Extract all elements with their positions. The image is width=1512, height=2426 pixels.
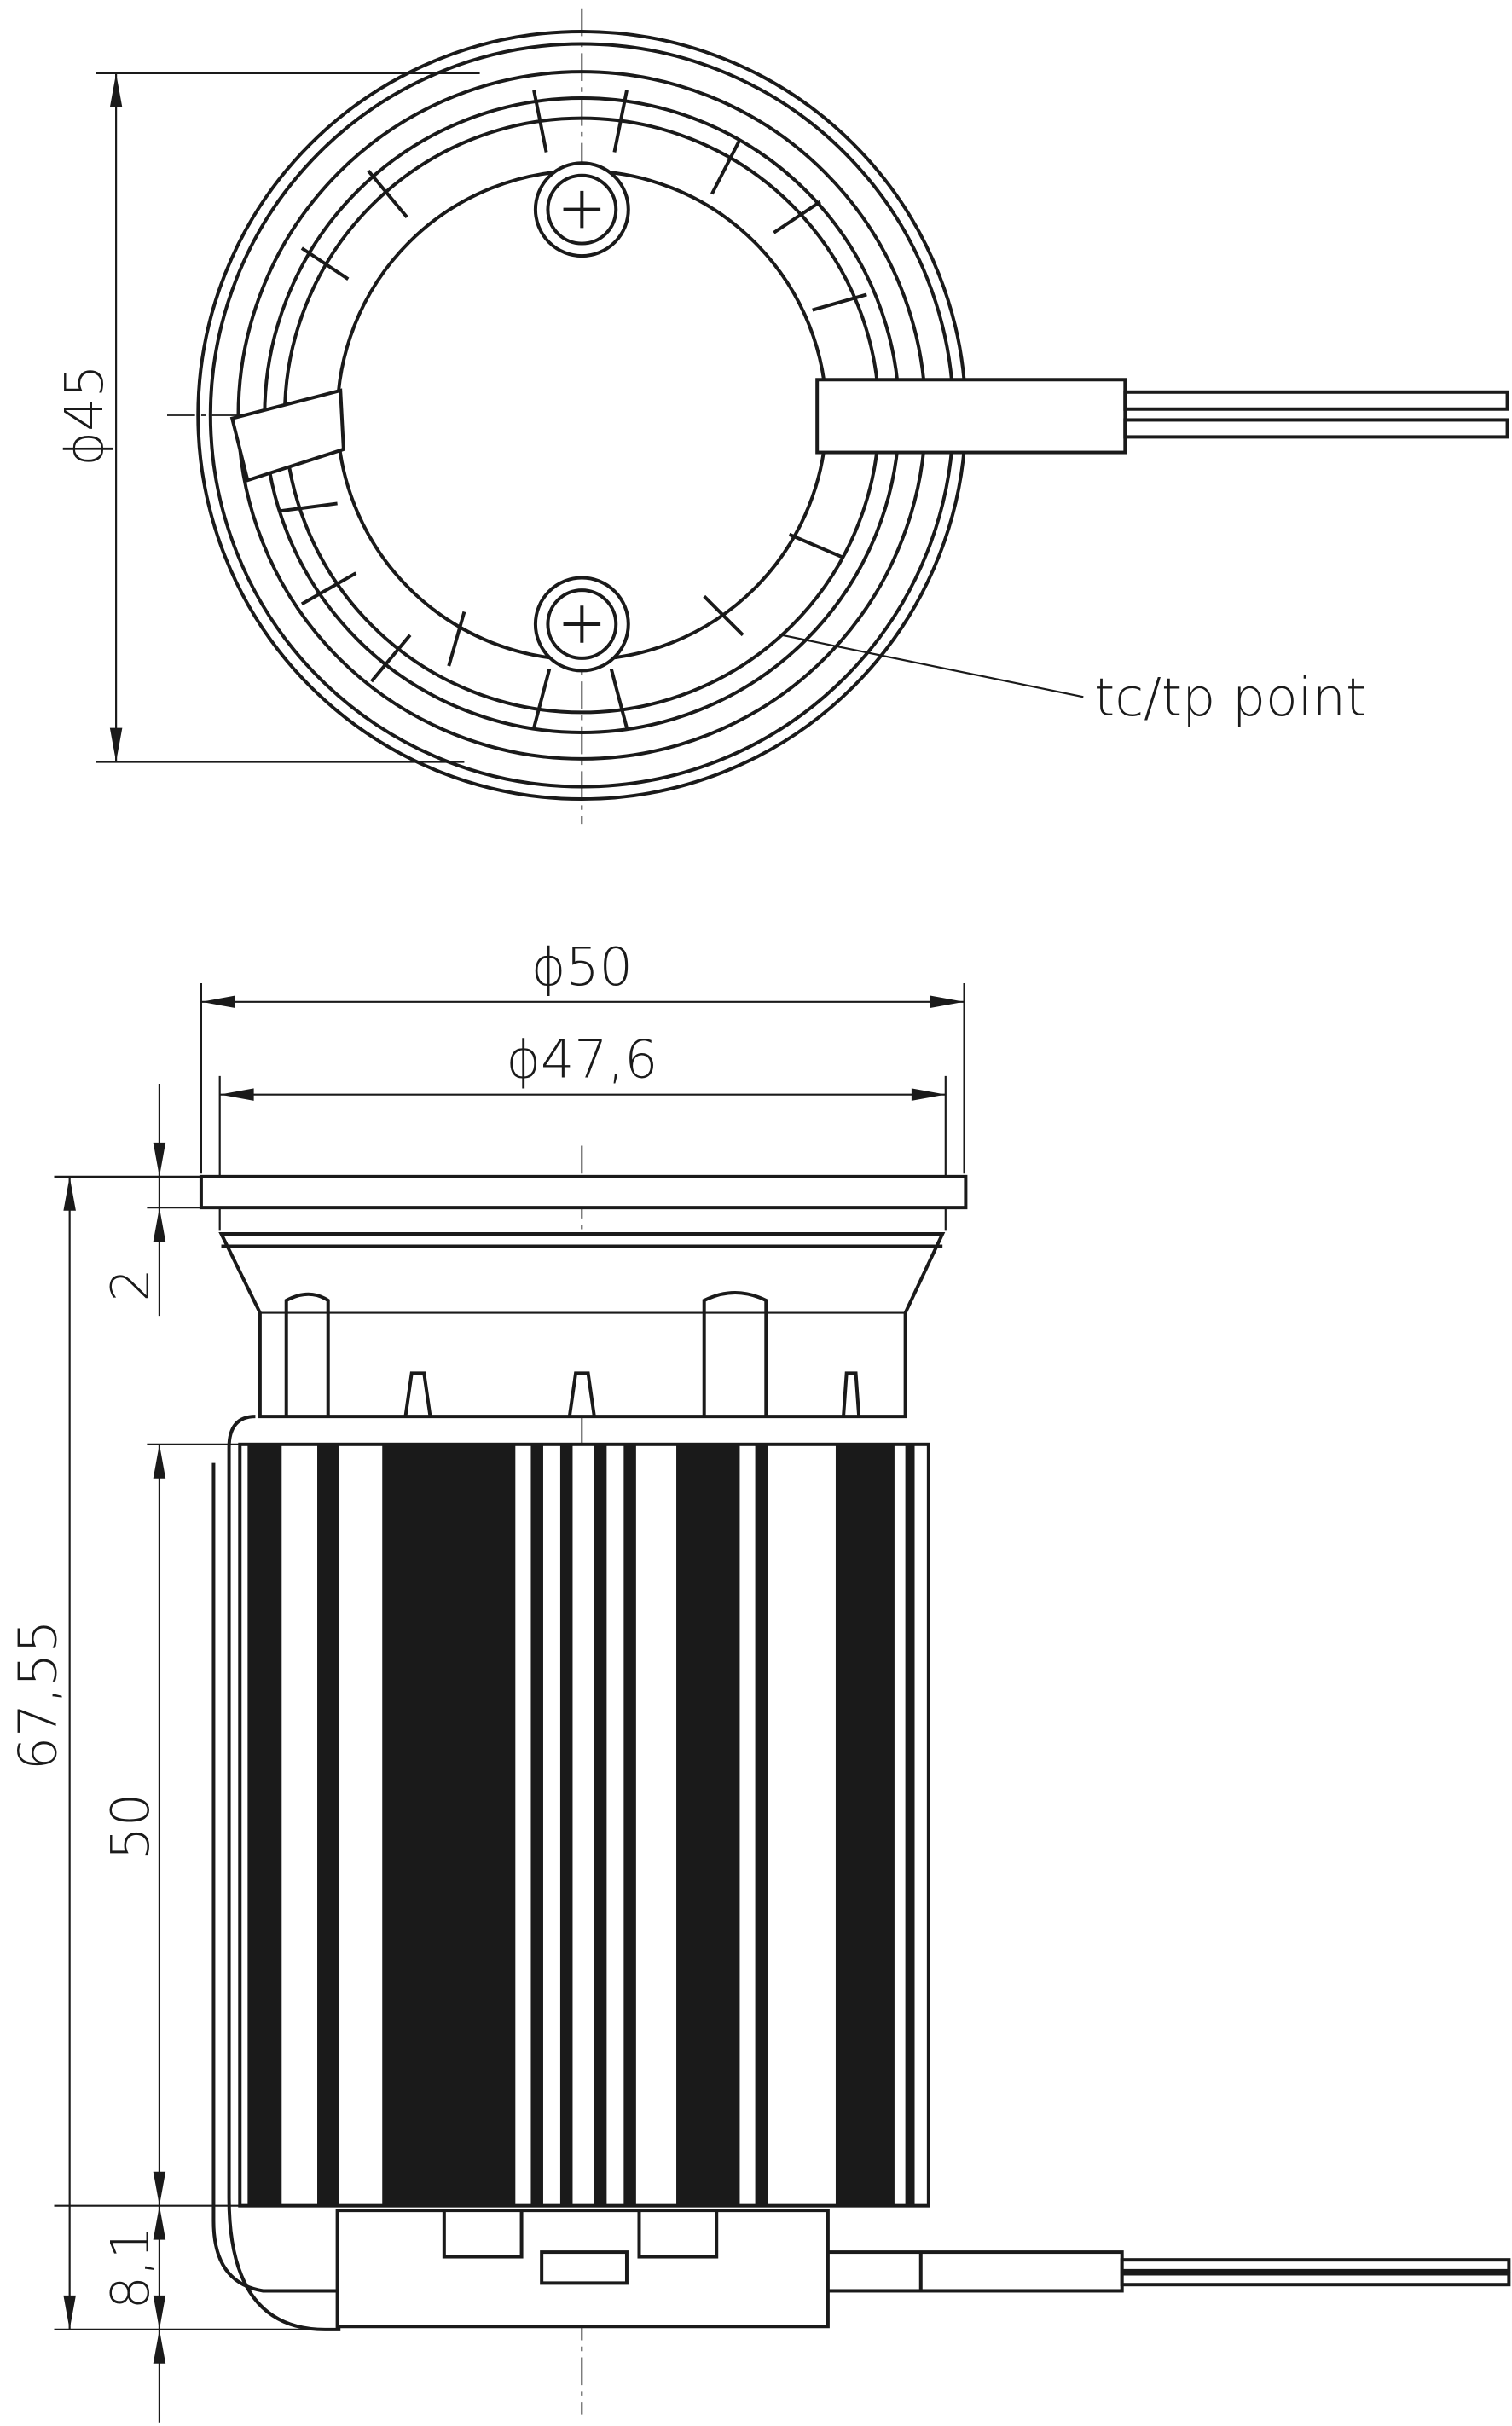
callout-leader bbox=[781, 634, 1084, 698]
wire-loop-outer bbox=[211, 1462, 341, 2293]
height-2-label: 2 bbox=[100, 1268, 161, 1301]
cable-clip-left bbox=[229, 388, 345, 483]
screw-bottom bbox=[533, 576, 630, 673]
bottom-tab bbox=[442, 2209, 524, 2259]
side-view: ϕ50 ϕ47,6 bbox=[7, 936, 1511, 2423]
bottom-screw bbox=[540, 2250, 629, 2285]
side-wire-1 bbox=[1120, 2258, 1511, 2273]
side-cable-sheath bbox=[826, 2250, 1124, 2293]
bottom-tab bbox=[637, 2209, 719, 2259]
top-view: ϕ45 tc/tp point bbox=[54, 8, 1509, 825]
height-8-1-label: 8,1 bbox=[100, 2226, 161, 2309]
diameter-47-6-label: ϕ47,6 bbox=[506, 1029, 658, 1091]
wire-loop bbox=[227, 1415, 341, 2331]
screw-top bbox=[533, 161, 630, 258]
height-67-55-label: 67,55 bbox=[7, 1619, 68, 1770]
housing-clips bbox=[284, 1291, 768, 1417]
side-wire-2 bbox=[1120, 2272, 1511, 2287]
tc-tp-point-label: tc/tp point bbox=[1094, 667, 1366, 728]
cable-sheath bbox=[815, 378, 1127, 455]
heatsink bbox=[238, 1442, 930, 2208]
heatsink-fins bbox=[247, 1444, 915, 2206]
clips bbox=[278, 90, 867, 729]
wire-1 bbox=[1123, 390, 1509, 411]
flange bbox=[199, 1174, 968, 1210]
height-50-label: 50 bbox=[100, 1793, 161, 1860]
diameter-50-label: ϕ50 bbox=[531, 936, 633, 998]
diameter-45-label: ϕ45 bbox=[54, 364, 115, 466]
housing-teeth bbox=[403, 1371, 861, 1417]
dimension-arrows bbox=[153, 1142, 166, 1242]
dimension-arrows bbox=[153, 1444, 166, 2364]
wire-2 bbox=[1123, 418, 1509, 439]
